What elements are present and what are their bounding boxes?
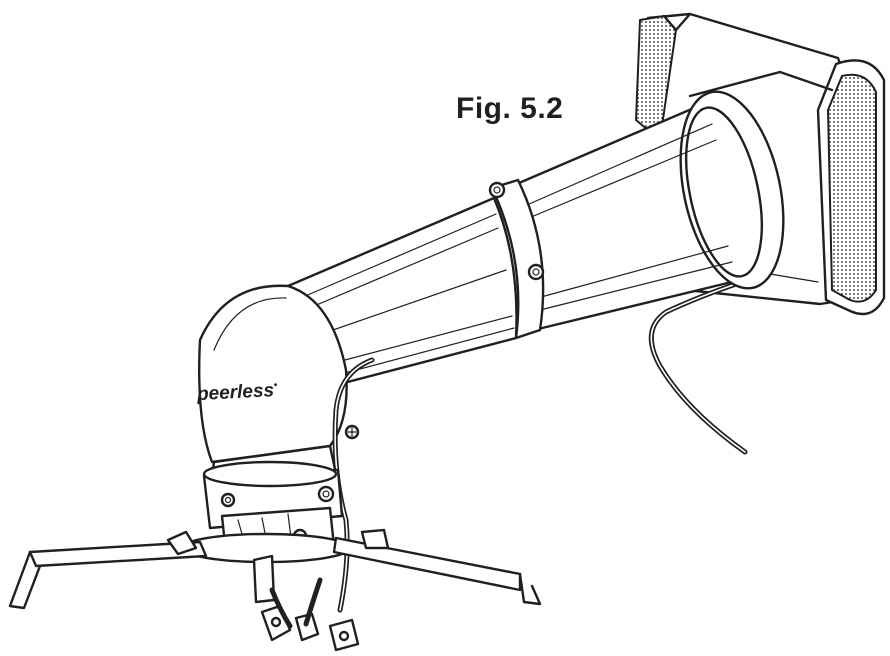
wall-plate-right-grille bbox=[827, 73, 877, 303]
elbow-head bbox=[198, 284, 348, 464]
av-connectors bbox=[260, 577, 360, 652]
clamp-collar bbox=[488, 178, 545, 340]
peerless-logo: peerless• bbox=[196, 379, 278, 406]
figure-label: Fig. 5.2 bbox=[456, 92, 564, 125]
arm-tube-front bbox=[286, 196, 518, 386]
spider-bracket bbox=[8, 528, 542, 610]
arm-tube-rear bbox=[510, 90, 785, 332]
collar-screw-bottom bbox=[527, 263, 545, 281]
collar-screw-top bbox=[488, 181, 506, 199]
logo-text: peerless bbox=[196, 380, 275, 406]
projector-cable bbox=[332, 357, 375, 613]
wall-cable bbox=[648, 279, 748, 455]
